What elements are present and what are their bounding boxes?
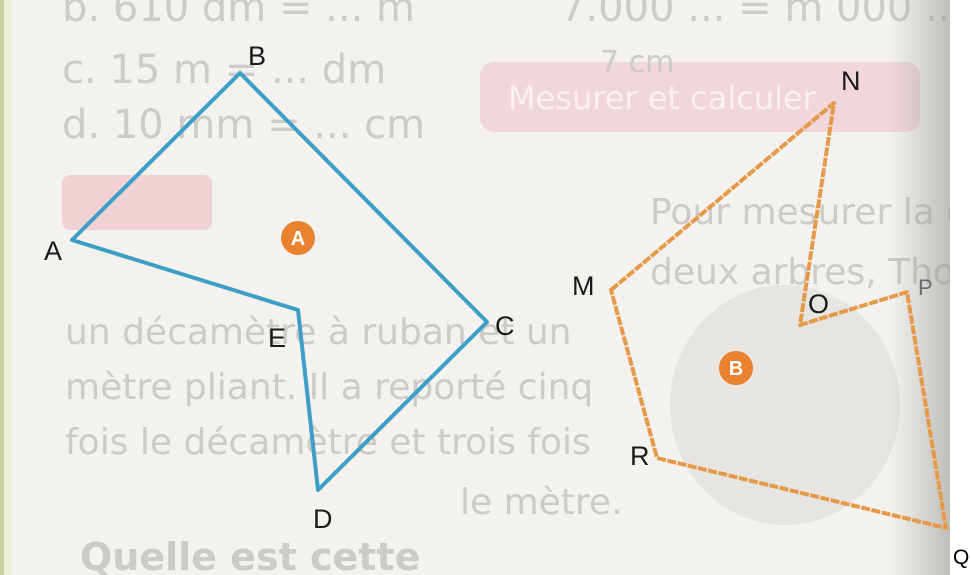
- background-line-b: b. 610 dm = ... m: [62, 0, 416, 31]
- badge-b-letter: B: [729, 358, 743, 380]
- page-edge: [0, 0, 12, 575]
- background-line-c: c. 15 m = ... dm: [62, 47, 387, 93]
- vertex-label-d: D: [313, 504, 333, 534]
- vertex-label-m: M: [572, 271, 595, 301]
- background-banner-text: Mesurer et calculer: [508, 79, 816, 117]
- page-fold-shadow: [890, 0, 950, 575]
- background-banner-band: [480, 62, 920, 132]
- corner-letter-q: Q: [953, 546, 970, 569]
- background-question: Quelle est cette: [80, 535, 421, 575]
- vertex-label-b: B: [248, 41, 266, 71]
- polygon-b: [609, 101, 948, 530]
- background-exercise-tab: [62, 175, 212, 230]
- vertex-label-p: P: [918, 275, 933, 300]
- background-right-line-1: 7.000 ... = m 000 ...: [560, 0, 950, 31]
- background-paragraph-line-5: fois le décamètre et trois fois: [65, 422, 591, 463]
- vertex-label-e: E: [268, 323, 286, 353]
- background-right-line-2: 7 cm: [600, 45, 675, 80]
- vertex-label-n: N: [841, 66, 861, 96]
- background-paragraph-line-6: le mètre.: [460, 482, 623, 523]
- background-tape-measure-photo: [670, 285, 900, 525]
- polygon-a: [70, 71, 489, 492]
- background-line-d: d. 10 mm = ... cm: [62, 102, 426, 148]
- badge-a: A: [281, 221, 315, 255]
- vertex-label-c: C: [495, 311, 515, 341]
- vertex-label-o: O: [808, 289, 829, 319]
- badge-a-letter: A: [291, 228, 305, 250]
- badge-b: B: [719, 351, 753, 385]
- vertex-label-r: R: [630, 441, 650, 471]
- vertex-label-a: A: [44, 236, 62, 266]
- background-paragraph-line-4: mètre pliant. Il a reporté cinq: [65, 367, 594, 408]
- textbook-scan: b. 610 dm = ... m c. 15 m = ... dm d. 10…: [0, 0, 950, 575]
